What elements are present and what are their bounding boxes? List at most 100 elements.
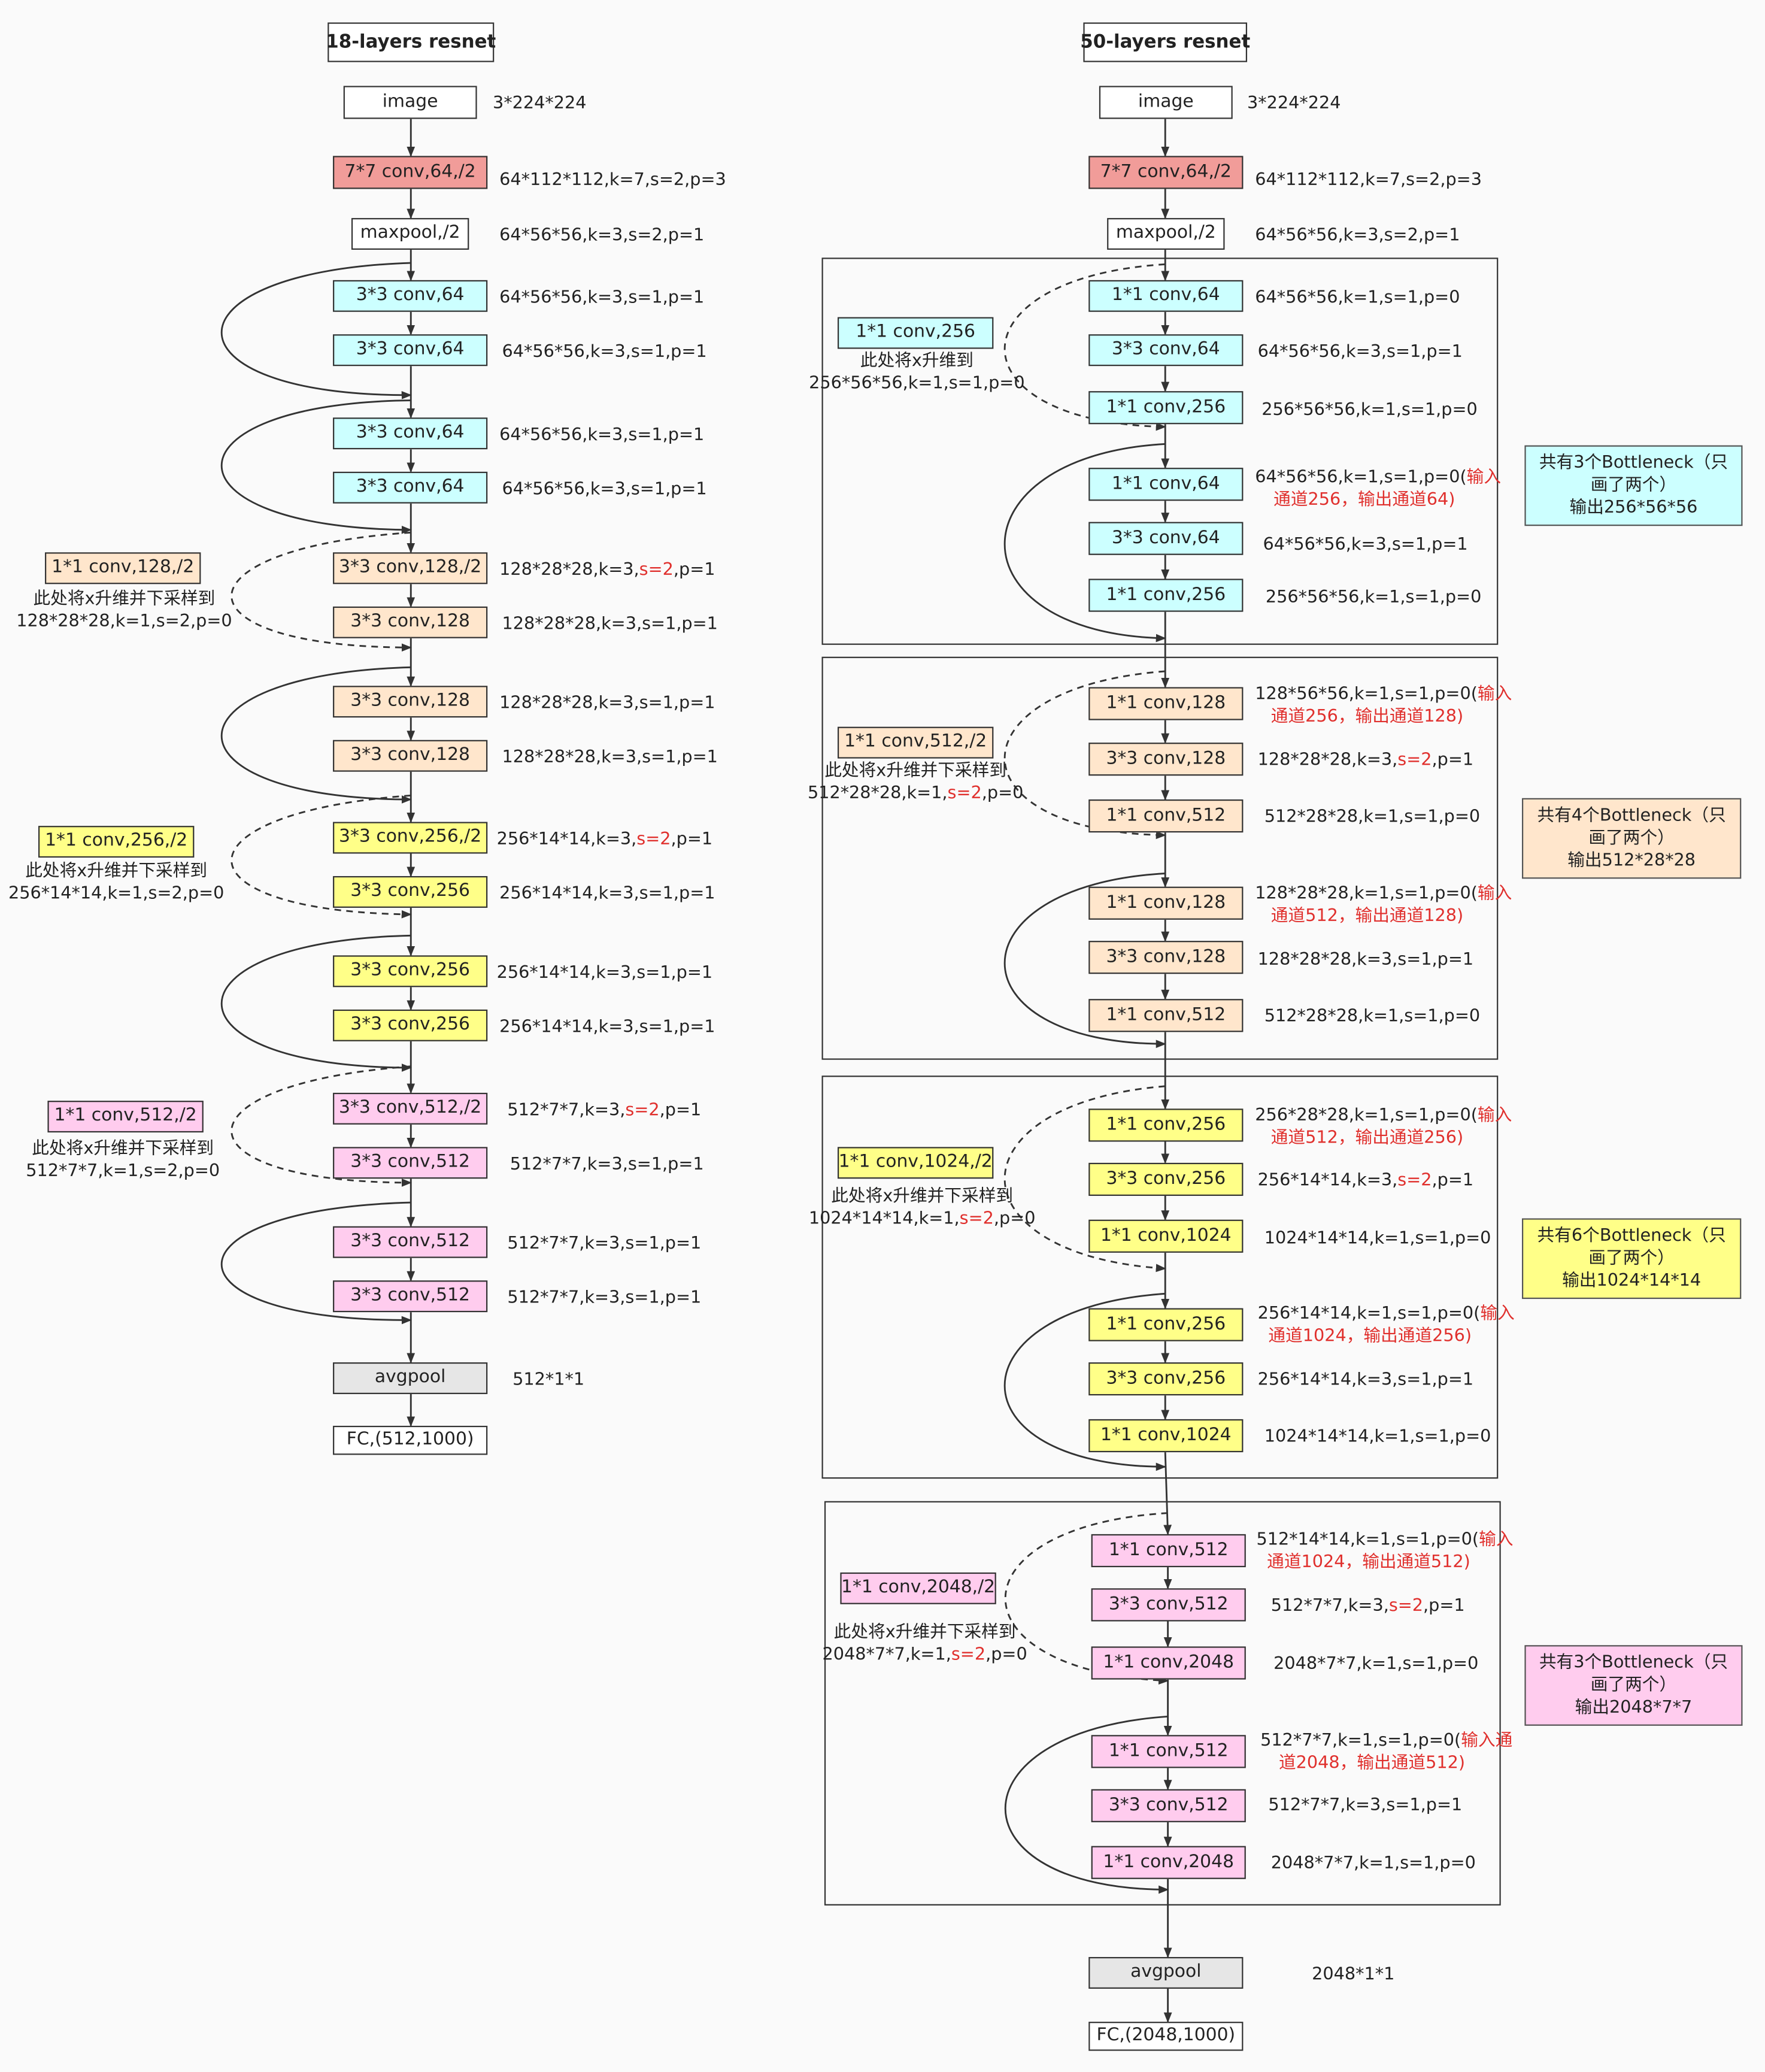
left-b1-dim: 64*56*56,k=3,s=1,p=1 bbox=[502, 479, 707, 500]
g1-dim: 64*56*56,k=3,s=1,p=1 bbox=[1257, 342, 1463, 362]
left-b2-node: 3*3 conv,128 bbox=[333, 606, 488, 638]
g4-dim: 2048*7*7,k=1,s=1,p=0 bbox=[1270, 1853, 1476, 1874]
g4-dim: 512*7*7,k=3,s=1,p=1 bbox=[1268, 1795, 1463, 1816]
g2-node: 1*1 conv,128 bbox=[1088, 687, 1244, 720]
g4-side-box: 1*1 conv,2048,/2 bbox=[840, 1572, 996, 1604]
g3-node: 3*3 conv,256 bbox=[1088, 1362, 1244, 1396]
left-b4-dim: 512*7*7,k=3,s=2,p=1 bbox=[507, 1101, 702, 1121]
left-avgpool-dim: 512*1*1 bbox=[512, 1370, 585, 1391]
left-b1-dim: 64*56*56,k=3,s=1,p=1 bbox=[499, 425, 705, 446]
g1-node: 1*1 conv,256 bbox=[1088, 578, 1244, 612]
left-fc-node: FC,(512,1000) bbox=[333, 1425, 488, 1455]
g1-dim: 64*56*56,k=1,s=1,p=0 bbox=[1255, 288, 1460, 308]
left-b3-dim: 256*14*14,k=3,s=1,p=1 bbox=[499, 1017, 715, 1038]
left-b1-dim: 64*56*56,k=3,s=1,p=1 bbox=[502, 342, 707, 362]
g3-dim: 256*14*14,k=3,s=2,p=1 bbox=[1257, 1171, 1474, 1191]
left-b3-dim: 256*14*14,k=3,s=1,p=1 bbox=[496, 963, 713, 983]
left-b2-node: 3*3 conv,128 bbox=[333, 740, 488, 772]
left-b2-dim: 128*28*28,k=3,s=2,p=1 bbox=[499, 560, 715, 580]
left-b2-dim: 128*28*28,k=3,s=1,p=1 bbox=[502, 614, 718, 635]
left-b1-dim: 64*56*56,k=3,s=1,p=1 bbox=[499, 288, 705, 308]
left-b4-dim: 512*7*7,k=3,s=1,p=1 bbox=[507, 1288, 702, 1308]
g1-side-box: 1*1 conv,256 bbox=[837, 317, 994, 349]
g4-dim: 512*14*14,k=1,s=1,p=0(输入通道1024，输出通道512) bbox=[1256, 1530, 1514, 1573]
g3-dim: 256*14*14,k=1,s=1,p=0(输入通道1024，输出通道256) bbox=[1257, 1304, 1515, 1347]
g1-dim: 64*56*56,k=1,s=1,p=0(输入通道256，输出通道64) bbox=[1255, 468, 1502, 510]
g2-dim: 128*28*28,k=1,s=1,p=0(输入通道512，输出通道128) bbox=[1255, 884, 1512, 926]
left-maxpool-dim: 64*56*56,k=3,s=2,p=1 bbox=[499, 226, 705, 246]
right-image-dim: 3*224*224 bbox=[1247, 93, 1341, 114]
g3-dim: 256*28*28,k=1,s=1,p=0(输入通道512，输出通道256) bbox=[1255, 1105, 1512, 1149]
g3-dim: 256*14*14,k=3,s=1,p=1 bbox=[1257, 1370, 1474, 1391]
left-b1-node: 3*3 conv,64 bbox=[333, 417, 488, 450]
left-image-dim: 3*224*224 bbox=[493, 93, 587, 114]
right-image-node: image bbox=[1099, 86, 1233, 119]
g3-dim: 1024*14*14,k=1,s=1,p=0 bbox=[1264, 1427, 1491, 1447]
left-image-node: image bbox=[343, 86, 477, 119]
left-down1-box: 1*1 conv,128,/2 bbox=[45, 552, 201, 584]
left-b3-node: 3*3 conv,256,/2 bbox=[333, 822, 488, 854]
g2-node: 1*1 conv,512 bbox=[1088, 999, 1244, 1032]
left-b3-node: 3*3 conv,256 bbox=[333, 876, 488, 908]
left-b4-dim: 512*7*7,k=3,s=1,p=1 bbox=[510, 1155, 704, 1175]
right-maxpool-node: maxpool,/2 bbox=[1107, 218, 1225, 250]
left-b1-node: 3*3 conv,64 bbox=[333, 334, 488, 366]
g3-node: 1*1 conv,256 bbox=[1088, 1108, 1244, 1142]
g2-dim: 128*56*56,k=1,s=1,p=0(输入通道256，输出通道128) bbox=[1255, 684, 1512, 727]
g2-dim: 512*28*28,k=1,s=1,p=0 bbox=[1264, 1007, 1481, 1027]
g2-node: 1*1 conv,128 bbox=[1088, 886, 1244, 920]
g1-node: 3*3 conv,64 bbox=[1088, 334, 1244, 366]
left-b4-node: 3*3 conv,512 bbox=[333, 1280, 488, 1313]
left-down2-box: 1*1 conv,256,/2 bbox=[38, 826, 195, 858]
right-avgpool-dim: 2048*1*1 bbox=[1312, 1965, 1395, 1985]
left-b2-node: 3*3 conv,128 bbox=[333, 686, 488, 718]
g3-dim: 1024*14*14,k=1,s=1,p=0 bbox=[1264, 1229, 1491, 1249]
g3-node: 3*3 conv,256 bbox=[1088, 1162, 1244, 1196]
right-conv1-dim: 64*112*112,k=7,s=2,p=3 bbox=[1255, 170, 1482, 190]
left-maxpool-node: maxpool,/2 bbox=[351, 218, 469, 250]
right-conv1-node: 7*7 conv,64,/2 bbox=[1088, 156, 1244, 189]
g2-dim: 512*28*28,k=1,s=1,p=0 bbox=[1264, 807, 1481, 828]
right-avgpool-node: avgpool bbox=[1088, 1956, 1244, 1989]
g4-node: 3*3 conv,512 bbox=[1091, 1588, 1246, 1622]
bottleneck-group-4 bbox=[824, 1501, 1501, 1906]
left-b4-dim: 512*7*7,k=3,s=1,p=1 bbox=[507, 1234, 702, 1255]
g2-dim: 128*28*28,k=3,s=1,p=1 bbox=[1257, 950, 1474, 970]
g2-node: 1*1 conv,512 bbox=[1088, 799, 1244, 833]
g4-node: 3*3 conv,512 bbox=[1091, 1789, 1246, 1822]
left-title: 18-layers resnet bbox=[326, 22, 496, 62]
right-fc-node: FC,(2048,1000) bbox=[1088, 2022, 1244, 2051]
g3-side-box: 1*1 conv,1024,/2 bbox=[837, 1147, 994, 1179]
g2-side-box: 1*1 conv,512,/2 bbox=[837, 726, 994, 759]
left-down3-box: 1*1 conv,512,/2 bbox=[47, 1101, 204, 1133]
g3-summary: 共有6个Bottleneck（只 画了两个） 输出1024*14*14 bbox=[1522, 1218, 1742, 1299]
left-b3-dim: 256*14*14,k=3,s=1,p=1 bbox=[499, 884, 715, 904]
g4-dim: 2048*7*7,k=1,s=1,p=0 bbox=[1273, 1654, 1479, 1674]
left-b2-dim: 128*28*28,k=3,s=1,p=1 bbox=[502, 747, 718, 768]
g2-summary: 共有4个Bottleneck（只 画了两个） 输出512*28*28 bbox=[1522, 798, 1742, 879]
g3-node: 1*1 conv,1024 bbox=[1088, 1219, 1244, 1253]
g2-node: 3*3 conv,128 bbox=[1088, 941, 1244, 974]
left-b1-node: 3*3 conv,64 bbox=[333, 471, 488, 504]
g1-node: 3*3 conv,64 bbox=[1088, 522, 1244, 555]
g4-node: 1*1 conv,512 bbox=[1091, 1534, 1246, 1568]
left-b1-node: 3*3 conv,64 bbox=[333, 280, 488, 312]
g1-summary: 共有3个Bottleneck（只 画了两个） 输出256*56*56 bbox=[1524, 445, 1743, 526]
left-b3-dim: 256*14*14,k=3,s=2,p=1 bbox=[496, 829, 713, 850]
g4-summary: 共有3个Bottleneck（只 画了两个） 输出2048*7*7 bbox=[1524, 1645, 1743, 1726]
g4-node: 1*1 conv,2048 bbox=[1091, 1846, 1246, 1879]
g1-dim: 256*56*56,k=1,s=1,p=0 bbox=[1261, 400, 1478, 420]
left-b3-node: 3*3 conv,256 bbox=[333, 955, 488, 987]
g2-dim: 128*28*28,k=3,s=2,p=1 bbox=[1257, 750, 1474, 771]
left-conv1-dim: 64*112*112,k=7,s=2,p=3 bbox=[499, 170, 726, 190]
left-b3-node: 3*3 conv,256 bbox=[333, 1009, 488, 1041]
g3-node: 1*1 conv,256 bbox=[1088, 1308, 1244, 1341]
left-b2-node: 3*3 conv,128,/2 bbox=[333, 552, 488, 584]
g1-dim: 64*56*56,k=3,s=1,p=1 bbox=[1263, 535, 1468, 555]
left-conv1-node: 7*7 conv,64,/2 bbox=[333, 156, 488, 189]
